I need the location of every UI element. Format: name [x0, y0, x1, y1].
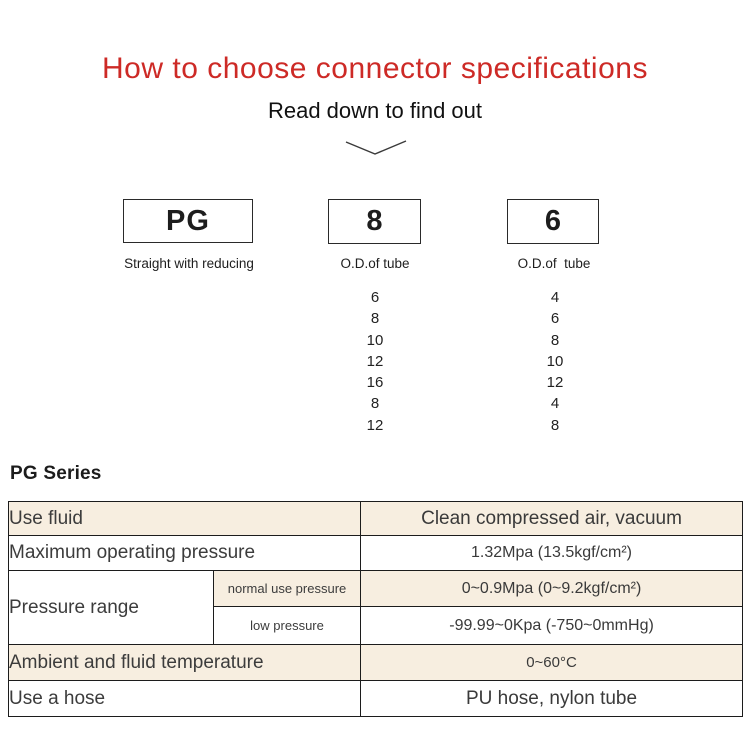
- tube-od-options-column-2: 4 6 8 10 12 4 8: [505, 287, 605, 436]
- table-row-temperature: Ambient and fluid temperature 0~60°C: [7, 644, 744, 681]
- row-value-max-pressure: 1.32Mpa (13.5kgf/cm²): [360, 535, 744, 571]
- code-box-tube-od-1: 8: [328, 199, 421, 244]
- tube-od-option: 12: [366, 416, 384, 434]
- tube-od-option: 8: [370, 310, 380, 328]
- tube-od-option: 6: [550, 310, 560, 328]
- row-label-max-pressure: Maximum operating pressure: [7, 535, 362, 571]
- table-row-use-fluid: Use fluid Clean compressed air, vacuum: [7, 501, 744, 536]
- table-row-max-pressure: Maximum operating pressure 1.32Mpa (13.5…: [7, 535, 744, 571]
- row-sublabel-low-pressure: low pressure: [212, 606, 362, 645]
- tube-od-option: 8: [370, 395, 380, 413]
- table-row-pressure-normal: Pressure range normal use pressure 0~0.9…: [8, 570, 744, 645]
- code-box-tube-od-2: 6: [507, 199, 599, 244]
- tube-od-option: 12: [366, 352, 384, 370]
- row-label-hose: Use a hose: [7, 680, 362, 717]
- series-heading: PG Series: [10, 463, 102, 484]
- tube-od-option: 10: [366, 331, 384, 349]
- tube-od-option: 4: [550, 289, 560, 306]
- row-label-use-fluid: Use fluid: [7, 501, 362, 536]
- table-row-hose: Use a hose PU hose, nylon tube: [7, 680, 744, 717]
- table-row-pressure-low: low pressure -99.99~0Kpa (-750~0mmHg): [9, 606, 744, 645]
- code-box-tube-od-1-text: 8: [366, 205, 383, 237]
- row-label-temperature: Ambient and fluid temperature: [7, 644, 362, 681]
- code-box-tube-od-1-caption: O.D.of tube: [340, 256, 410, 271]
- code-box-tube-od-2-caption: O.D.of tube: [517, 256, 591, 271]
- page-subtitle: Read down to find out: [267, 98, 483, 123]
- tube-od-option: 16: [366, 374, 384, 392]
- tube-od-option: 8: [550, 331, 560, 349]
- tube-od-options-column-1: 6 8 10 12 16 8 12: [325, 287, 425, 436]
- chevron-down-icon: [345, 138, 407, 163]
- code-box-series-text: PG: [166, 204, 210, 237]
- tube-od-option: 4: [550, 395, 560, 413]
- row-value-hose: PU hose, nylon tube: [360, 680, 744, 717]
- tube-od-option: 6: [370, 289, 380, 306]
- row-value-use-fluid: Clean compressed air, vacuum: [360, 501, 744, 536]
- code-box-series: PG: [123, 199, 253, 243]
- row-sublabel-normal-pressure: normal use pressure: [212, 570, 362, 607]
- code-box-tube-od-2-text: 6: [544, 205, 562, 237]
- code-box-series-caption: Straight with reducing: [124, 256, 254, 271]
- spec-table: Use fluid Clean compressed air, vacuum M…: [7, 501, 744, 717]
- tube-od-option: 12: [546, 374, 564, 392]
- row-value-temperature: 0~60°C: [360, 644, 744, 681]
- row-label-pressure-range: Pressure range: [8, 570, 214, 645]
- row-value-normal-pressure: 0~0.9Mpa (0~9.2kgf/cm²): [360, 570, 744, 607]
- tube-od-option: 8: [550, 416, 560, 434]
- tube-od-option: 10: [546, 352, 564, 370]
- page-title: How to choose connector specifications: [102, 52, 648, 85]
- row-value-low-pressure: -99.99~0Kpa (-750~0mmHg): [360, 606, 744, 645]
